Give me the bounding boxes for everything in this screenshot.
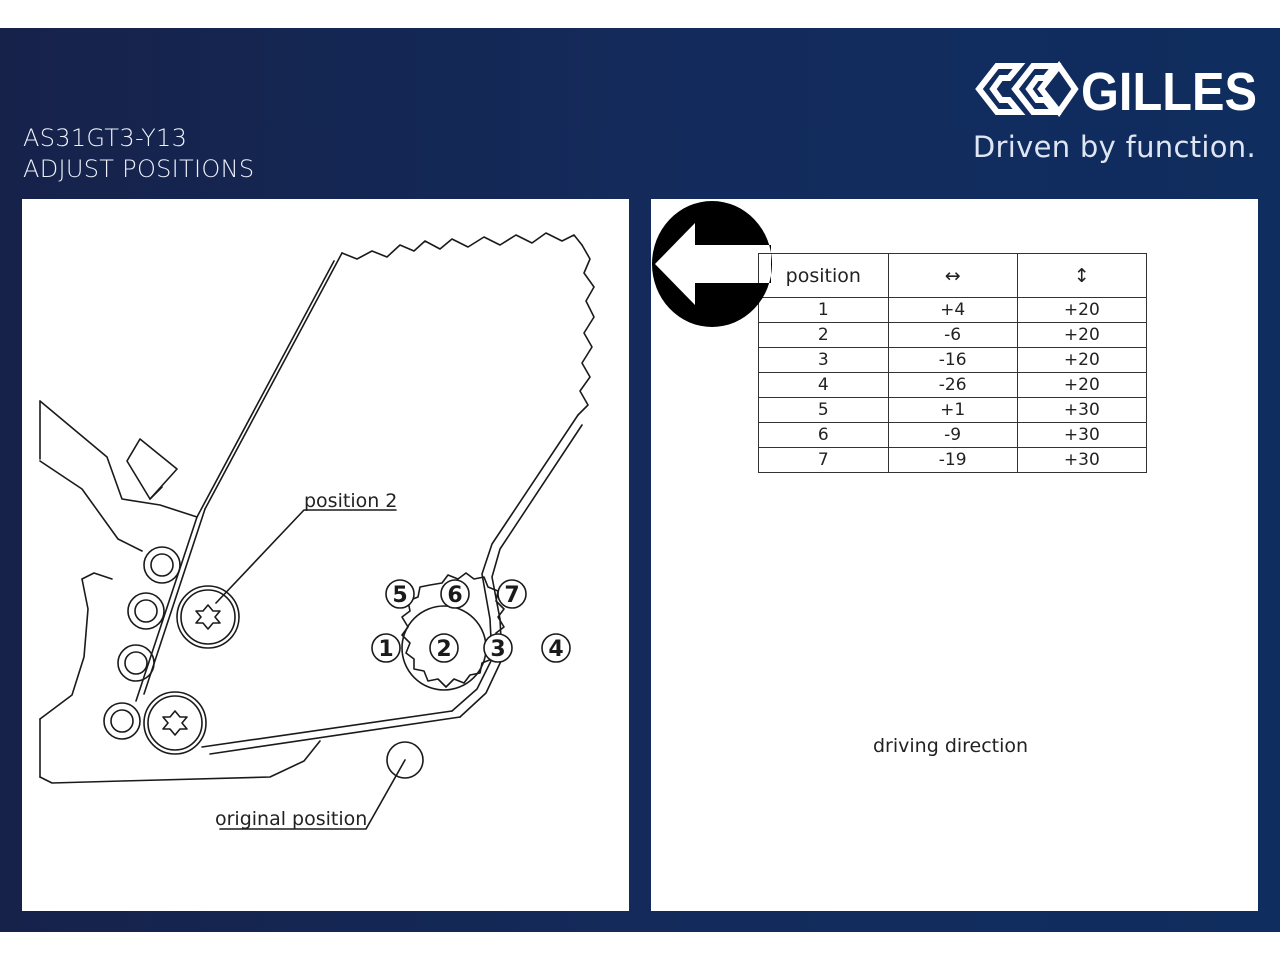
position-label-5: 5 bbox=[392, 583, 407, 608]
cell-horizontal: -9 bbox=[887, 422, 1018, 448]
cell-position: 3 bbox=[758, 347, 889, 373]
table-row: 6 -9 +30 bbox=[758, 422, 1148, 448]
cell-vertical: +30 bbox=[1016, 397, 1148, 423]
column-header-position: position bbox=[758, 253, 889, 298]
position-label-7: 7 bbox=[504, 583, 519, 608]
table-panel: position ↔ ↕ 1 +4 +20 2 -6 +20 3 -16 +20 bbox=[651, 199, 1258, 911]
callout-original-position: original position bbox=[215, 808, 368, 830]
driving-direction-label: driving direction bbox=[873, 735, 1029, 757]
position-label-2: 2 bbox=[436, 637, 451, 662]
table-row: 7 -19 +30 bbox=[758, 447, 1148, 473]
title-block: AS31GT3-Y13 ADJUST POSITIONS bbox=[23, 123, 254, 185]
cell-horizontal: -26 bbox=[887, 372, 1018, 398]
cell-horizontal: -6 bbox=[887, 322, 1018, 348]
part-number: AS31GT3-Y13 bbox=[23, 124, 188, 152]
table-row: 3 -16 +20 bbox=[758, 347, 1148, 373]
cell-vertical: +20 bbox=[1016, 372, 1148, 398]
position-label-6: 6 bbox=[447, 583, 462, 608]
table-row: 4 -26 +20 bbox=[758, 372, 1148, 398]
cell-horizontal: -16 bbox=[887, 347, 1018, 373]
cell-position: 2 bbox=[758, 322, 889, 348]
cell-vertical: +20 bbox=[1016, 297, 1148, 323]
cell-position: 4 bbox=[758, 372, 889, 398]
cell-horizontal: -19 bbox=[887, 447, 1018, 473]
cell-position: 7 bbox=[758, 447, 889, 473]
diagram-panel: 5 6 7 1 2 3 4 position 2 original positi… bbox=[22, 199, 629, 911]
callout-position-2: position 2 bbox=[304, 490, 398, 512]
column-header-horizontal: ↔ bbox=[887, 253, 1018, 298]
brand-block: GILLES Driven by function. bbox=[938, 58, 1258, 170]
column-header-vertical: ↕ bbox=[1016, 253, 1148, 298]
table-header-row: position ↔ ↕ bbox=[758, 253, 1148, 298]
cell-vertical: +30 bbox=[1016, 447, 1148, 473]
position-label-3: 3 bbox=[490, 637, 505, 662]
table-row: 1 +4 +20 bbox=[758, 297, 1148, 323]
brand-tagline: Driven by function. bbox=[972, 130, 1256, 164]
cell-position: 1 bbox=[758, 297, 889, 323]
cell-vertical: +30 bbox=[1016, 422, 1148, 448]
cell-vertical: +20 bbox=[1016, 347, 1148, 373]
gilles-logo: GILLES bbox=[975, 60, 1257, 120]
page-subtitle: ADJUST POSITIONS bbox=[23, 155, 255, 183]
adjust-positions-table: position ↔ ↕ 1 +4 +20 2 -6 +20 3 -16 +20 bbox=[758, 253, 1148, 473]
cell-position: 5 bbox=[758, 397, 889, 423]
cell-horizontal: +4 bbox=[887, 297, 1018, 323]
cell-horizontal: +1 bbox=[887, 397, 1018, 423]
rearset-drawing: 5 6 7 1 2 3 4 bbox=[39, 232, 595, 830]
table-row: 2 -6 +20 bbox=[758, 322, 1148, 348]
table-row: 5 +1 +30 bbox=[758, 397, 1148, 423]
arrow-left-icon bbox=[652, 201, 772, 327]
position-label-1: 1 bbox=[378, 637, 393, 662]
brand-name: GILLES bbox=[1081, 62, 1257, 120]
cell-vertical: +20 bbox=[1016, 322, 1148, 348]
position-label-4: 4 bbox=[548, 637, 563, 662]
cell-position: 6 bbox=[758, 422, 889, 448]
